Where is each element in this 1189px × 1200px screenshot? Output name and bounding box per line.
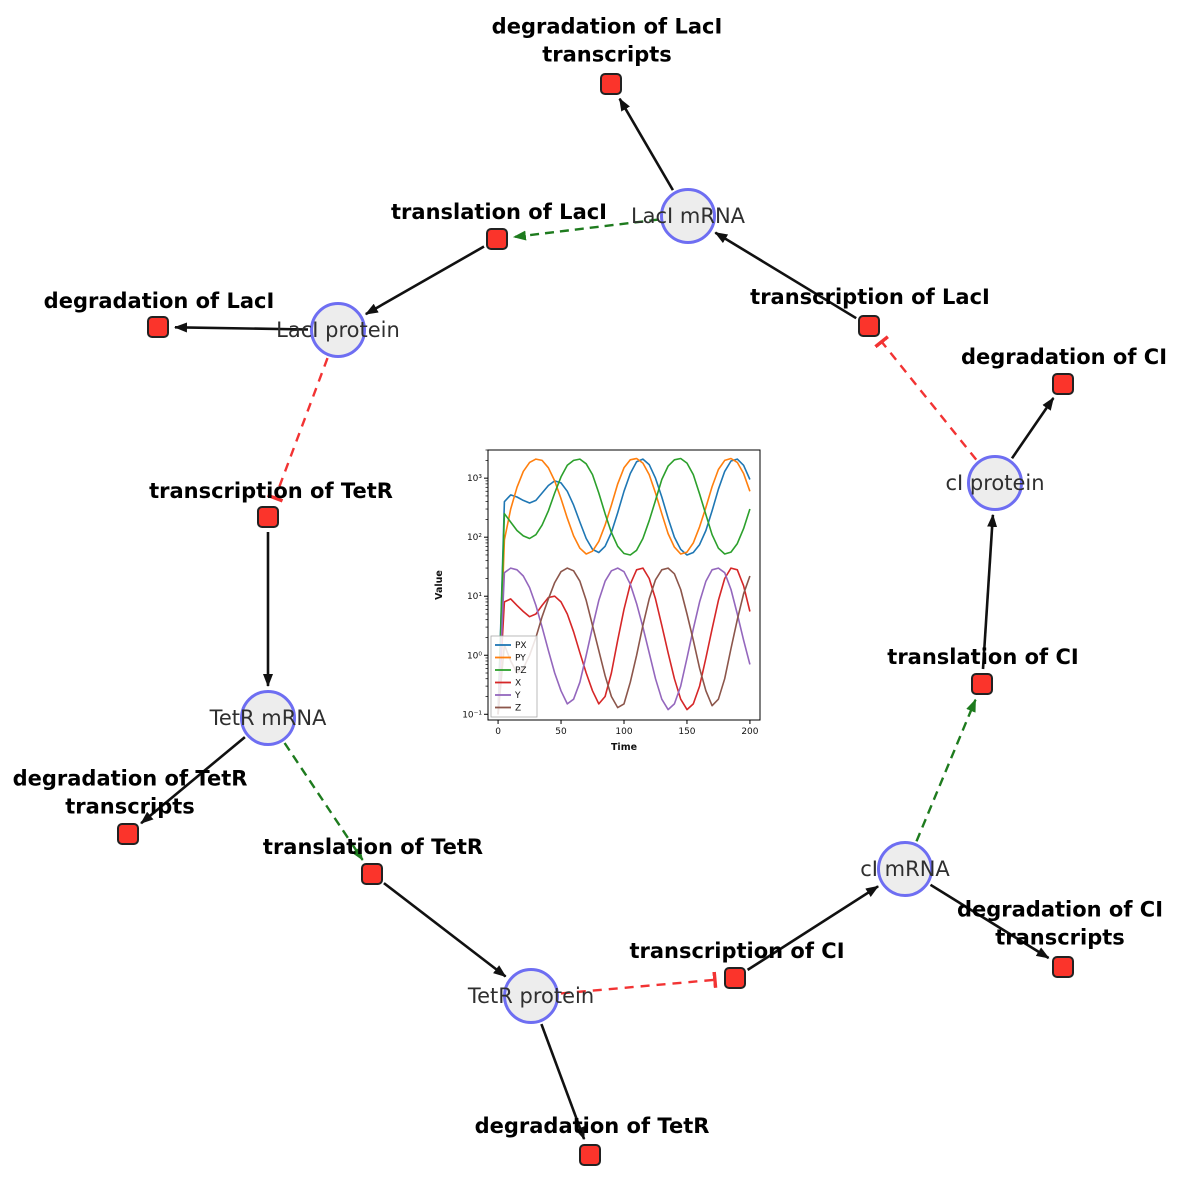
edge-ci-protein-to-deg-ci <box>1010 397 1055 460</box>
legend-label-pz: PZ <box>515 666 527 676</box>
edge-laci-protein-to-deg-laci <box>174 322 309 333</box>
x-axis-label: Time <box>611 742 637 753</box>
x-tick-label: 50 <box>555 727 567 737</box>
legend-label-x: X <box>515 679 521 689</box>
edge-translation-laci-to-laci-protein <box>364 245 485 316</box>
legend-label-px: PX <box>515 641 527 651</box>
y-tick-label: 10¹ <box>467 592 482 602</box>
series-line-y <box>497 567 751 715</box>
legend-label-z: Z <box>515 704 521 714</box>
x-tick-label: 200 <box>741 727 758 737</box>
edge-tetr-protein-to-transcription-ci <box>560 971 718 995</box>
edge-laci-mrna-to-deg-laci-tx <box>618 97 675 191</box>
y-tick-label: 10² <box>467 533 482 543</box>
series-line-z <box>497 567 751 715</box>
legend-label-y: Y <box>514 691 521 701</box>
x-tick-label: 100 <box>615 727 632 737</box>
legend-label-py: PY <box>515 654 526 664</box>
x-tick-label: 0 <box>495 727 501 737</box>
series-line-py <box>497 457 751 715</box>
edge-tetr-protein-to-deg-tetr <box>540 1023 586 1141</box>
y-tick-label: 10³ <box>467 474 482 484</box>
edge-ci-protein-to-transcription-laci <box>874 335 978 461</box>
legend-box <box>490 635 538 718</box>
edge-laci-protein-to-transcription-tetr <box>266 357 329 503</box>
edge-translation-tetr-to-tetr-protein <box>383 882 507 978</box>
series-line-x <box>497 567 751 715</box>
edge-transcription-laci-to-laci-mrna <box>714 231 857 320</box>
edge-tetr-mrna-to-deg-tetr-tx <box>140 736 246 825</box>
edge-ci-mrna-to-deg-ci-tx <box>929 883 1050 960</box>
edge-laci-mrna-to-translation-laci <box>512 218 659 241</box>
x-tick-label: 150 <box>678 727 695 737</box>
edge-transcription-ci-to-ci-mrna <box>746 885 879 971</box>
edge-translation-ci-to-ci-protein <box>981 513 998 670</box>
series-line-pz <box>497 457 751 715</box>
y-axis-label: Value <box>434 570 445 600</box>
y-tick-label: 10⁻¹ <box>462 710 482 720</box>
y-tick-label: 10⁰ <box>467 651 482 661</box>
edge-ci-mrna-to-translation-ci <box>915 698 977 842</box>
edge-tetr-mrna-to-translation-tetr <box>283 742 364 861</box>
